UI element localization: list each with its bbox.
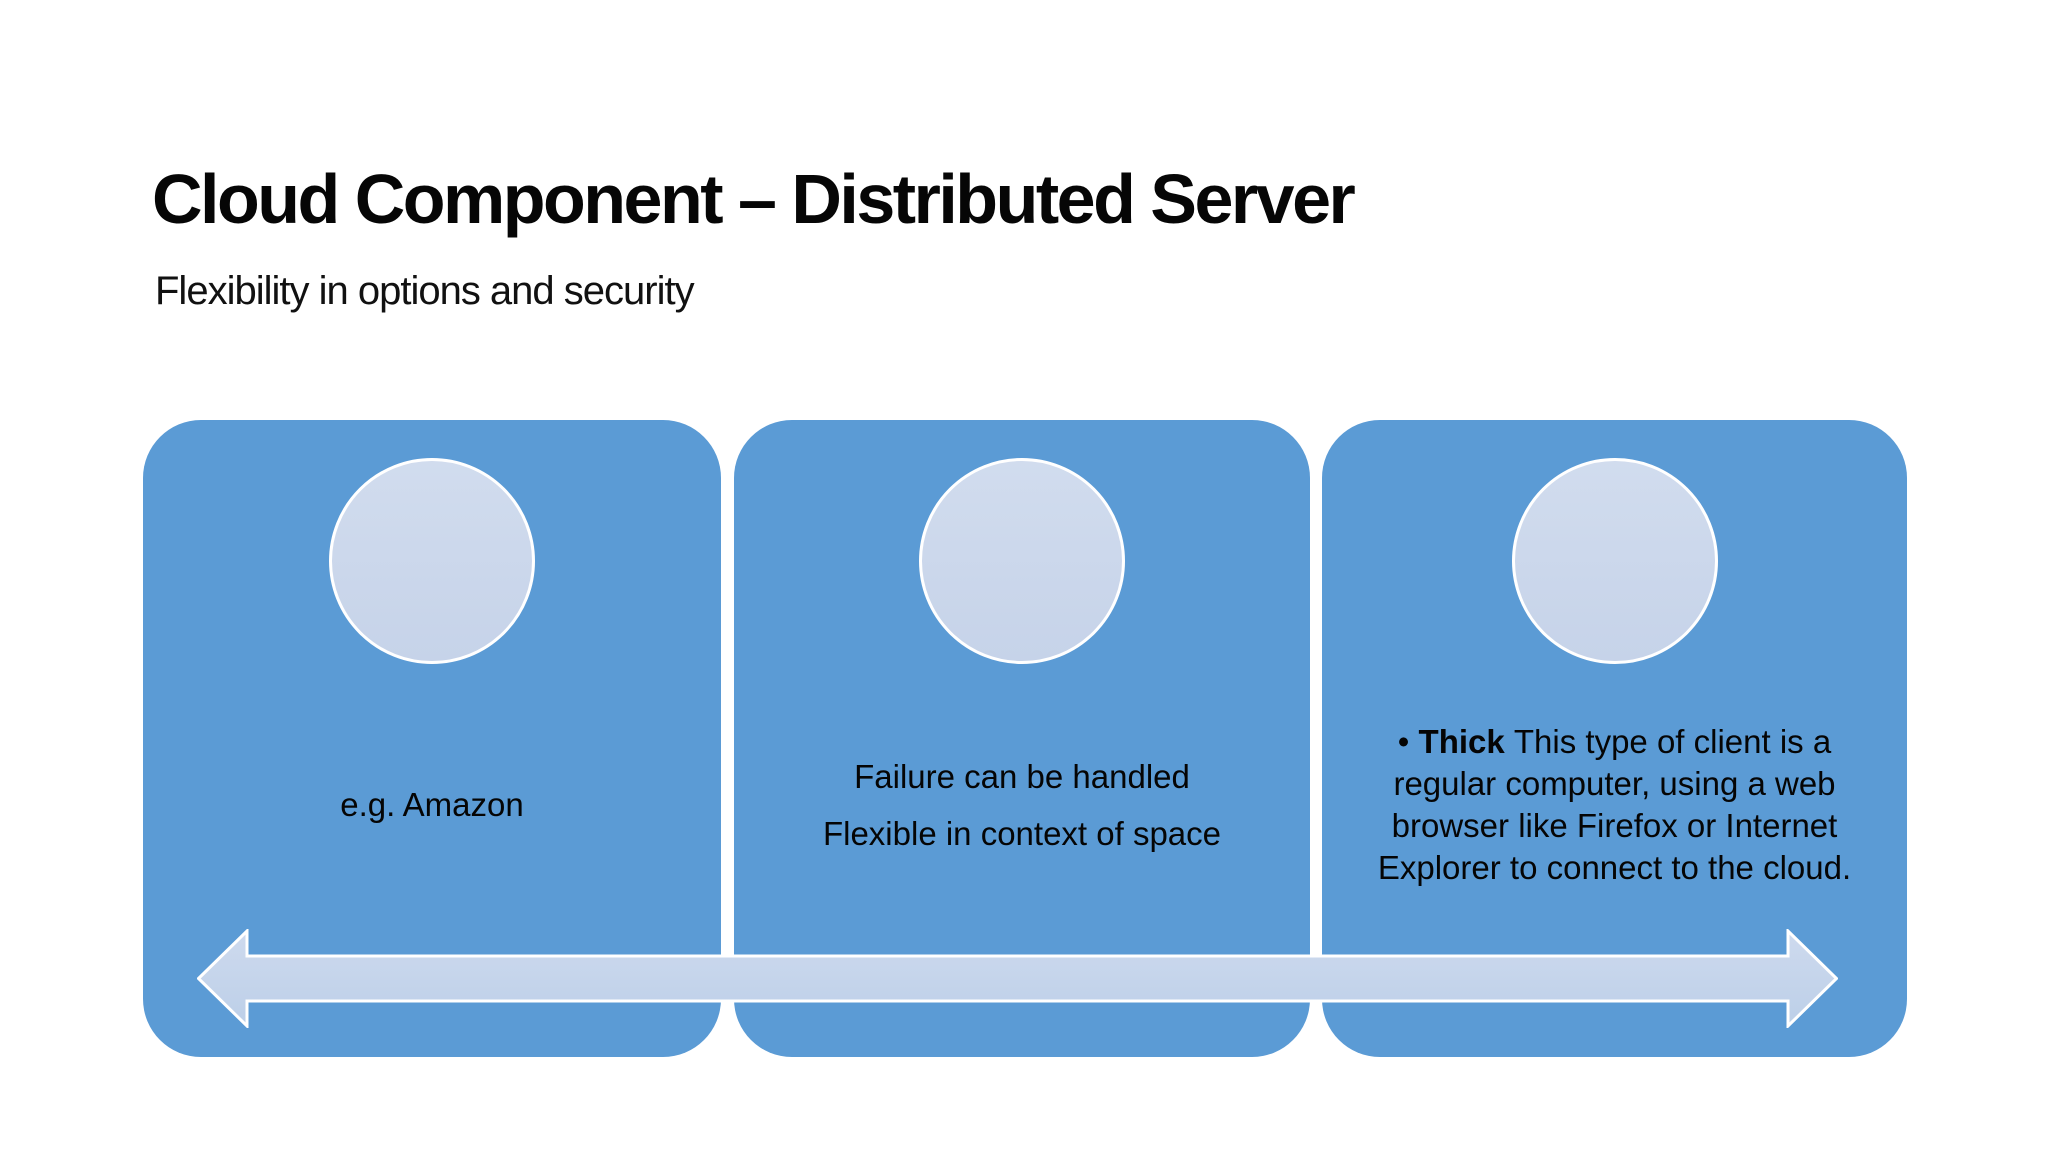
box-client-bold-word: Thick [1418,723,1514,760]
slide-subtitle: Flexibility in options and security [155,269,695,313]
box-client-line4: Explorer to connect to the cloud. [1377,849,1852,886]
box-client-line3: browser like Firefox or Internet [1391,807,1838,844]
box-space-line2: Flexible in context of space [822,814,1222,852]
picture-placeholder-circle-icon [1511,458,1718,664]
box-client-line1: • Thick This type of client is a [1398,721,1831,763]
bullet-icon: • [1397,723,1419,760]
box-space-line1: Failure can be handled [854,757,1190,795]
box-client-line2: regular computer, using a web [1393,765,1836,802]
picture-placeholder-circle-icon [329,458,535,664]
box-client-text: • Thick This type of client is a regular… [1340,680,1889,930]
box-space-text: Failure can be handled Flexible in conte… [752,680,1292,930]
picture-placeholder-circle-icon [919,458,1125,664]
diagram-box-space: Failure can be handled Flexible in conte… [734,420,1310,1057]
double-headed-arrow-icon [197,929,1838,1028]
box-server-text: e.g. Amazon [161,680,703,930]
box-client-line1-rest: This type of client is a [1513,723,1832,760]
box-server-label: e.g. Amazon [340,786,524,823]
slide-title: Cloud Component – Distributed Server [152,160,1356,238]
